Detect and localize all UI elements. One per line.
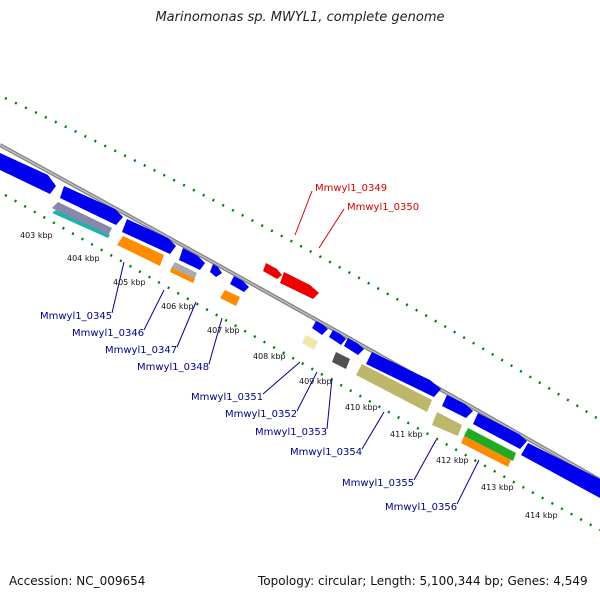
gene-0347-stripe: [170, 268, 195, 283]
gene-red-0349[interactable]: [263, 263, 282, 279]
topology-text: Topology: circular; Length: 5,100,344 bp…: [258, 574, 588, 588]
gene-label-0347[interactable]: Mmwyl1_0347: [105, 345, 177, 356]
scale-label: 411 kbp: [390, 430, 423, 439]
gene-label-0356[interactable]: Mmwyl1_0356: [385, 502, 457, 513]
scale-labels: 403 kbp 404 kbp 405 kbp 406 kbp 407 kbp …: [20, 231, 558, 520]
gene-label-0345[interactable]: Mmwyl1_0345: [40, 311, 112, 322]
gene-0348[interactable]: [220, 290, 240, 306]
gene-label-0355[interactable]: Mmwyl1_0355: [342, 478, 414, 489]
gene-forward[interactable]: [60, 186, 123, 225]
gene-label-0346[interactable]: Mmwyl1_0346: [72, 328, 144, 339]
gene-forward[interactable]: [0, 153, 56, 194]
gene-0354[interactable]: [356, 364, 432, 412]
gene-0345[interactable]: [52, 202, 112, 236]
gene-0345-stripe: [52, 210, 110, 238]
gene-red-0350[interactable]: [280, 272, 319, 299]
gene-forward[interactable]: [179, 248, 205, 270]
gene-label-0348[interactable]: Mmwyl1_0348: [137, 362, 209, 373]
gene-label-0353[interactable]: Mmwyl1_0353: [255, 427, 327, 438]
label-connectors: [111, 190, 480, 505]
gene-forward[interactable]: [329, 330, 346, 345]
gene-forward[interactable]: [366, 352, 441, 397]
gene-label-0349[interactable]: Mmwyl1_0349: [315, 183, 387, 194]
gene-0346[interactable]: [117, 236, 164, 266]
gene-labels-top: Mmwyl1_0349 Mmwyl1_0350: [315, 183, 419, 213]
gene-0352[interactable]: [332, 352, 350, 369]
gene-labels-bottom: Mmwyl1_0345 Mmwyl1_0346 Mmwyl1_0347 Mmwy…: [40, 311, 457, 513]
scale-label: 413 kbp: [481, 483, 514, 492]
scale-label: 412 kbp: [436, 456, 469, 465]
scale-label: 414 kbp: [525, 511, 558, 520]
forward-genes: [0, 153, 600, 498]
gene-label-0350[interactable]: Mmwyl1_0350: [347, 202, 419, 213]
gene-label-0354[interactable]: Mmwyl1_0354: [290, 447, 362, 458]
scale-label: 404 kbp: [67, 254, 100, 263]
inner-scale-track: [4, 193, 600, 532]
scale-label: 408 kbp: [253, 352, 286, 361]
scale-label: 409 kbp: [299, 377, 332, 386]
reverse-genes: [52, 202, 516, 467]
gene-forward[interactable]: [230, 276, 249, 292]
gene-label-0352[interactable]: Mmwyl1_0352: [225, 409, 297, 420]
gene-forward[interactable]: [344, 338, 364, 355]
page-title: Marinomonas sp. MWYL1, complete genome: [155, 10, 445, 25]
scale-label: 405 kbp: [113, 278, 146, 287]
gene-0356-green[interactable]: [464, 428, 516, 461]
scale-label: 403 kbp: [20, 231, 53, 240]
gene-0351[interactable]: [302, 335, 318, 350]
accession-text: Accession: NC_009654: [9, 574, 146, 588]
gene-label-0351[interactable]: Mmwyl1_0351: [191, 392, 263, 403]
gene-forward[interactable]: [473, 413, 527, 449]
gene-forward[interactable]: [442, 395, 473, 418]
scale-label: 407 kbp: [207, 326, 240, 335]
gene-forward[interactable]: [210, 264, 222, 277]
gene-forward[interactable]: [312, 321, 328, 335]
scale-label: 406 kbp: [161, 302, 194, 311]
gene-forward[interactable]: [521, 443, 600, 498]
gene-forward[interactable]: [122, 219, 176, 254]
scale-label: 410 kbp: [345, 403, 378, 412]
outer-scale-track: [4, 96, 600, 422]
gene-0355[interactable]: [432, 412, 462, 436]
gene-0356[interactable]: [461, 436, 511, 467]
